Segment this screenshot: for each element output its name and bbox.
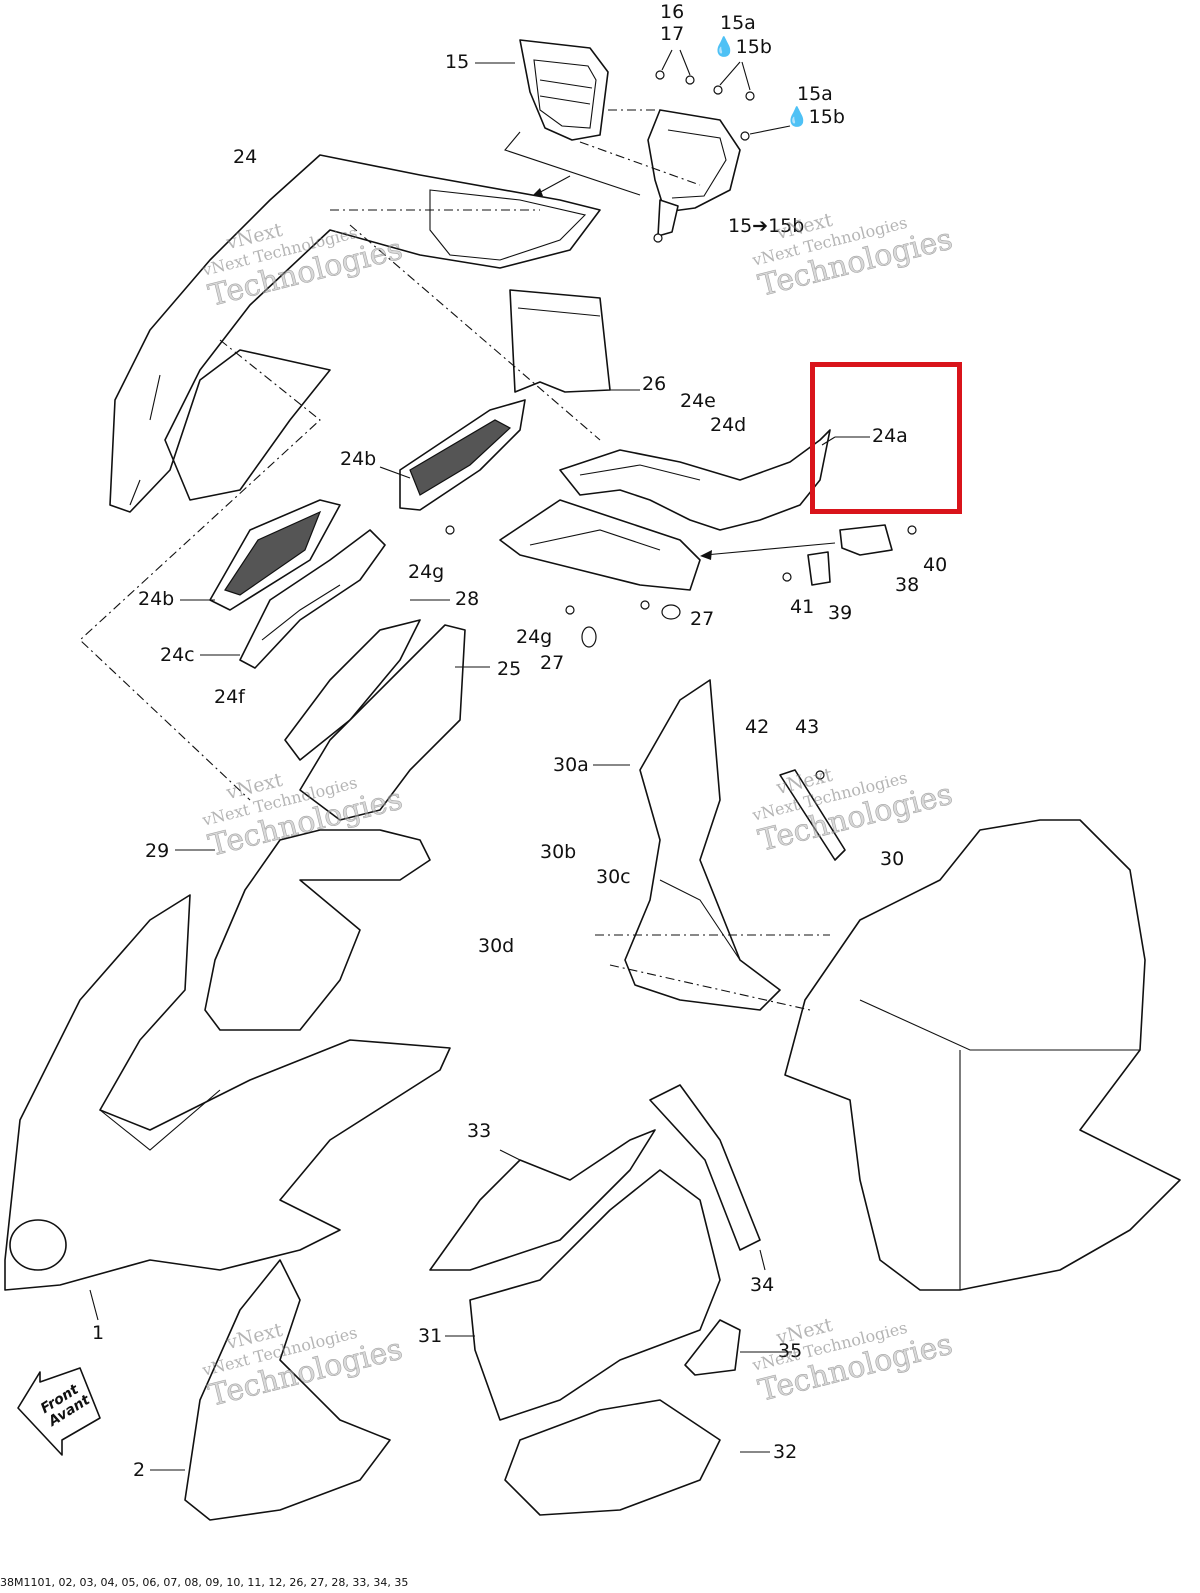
- callout-label: 40: [923, 554, 948, 576]
- part-39-plate: [807, 551, 831, 586]
- callout-label: 30d: [478, 935, 515, 957]
- part-41-nut: [782, 572, 792, 582]
- front-arrow-shape: [17, 1367, 101, 1456]
- part-15-headlight: [519, 39, 609, 141]
- part-27-oring-1: [661, 604, 681, 620]
- callout-label: 38: [895, 574, 920, 596]
- part-26-panel: [509, 289, 611, 393]
- callout-label: 24g: [516, 626, 553, 648]
- part-35-piece: [684, 1319, 741, 1376]
- callout-label: 15➔15b: [728, 215, 805, 237]
- part-32-lower-panel: [504, 1399, 721, 1516]
- part-29-lower-panel: [204, 829, 431, 1031]
- part-2-lower-nose: [184, 1259, 391, 1521]
- footer-reference: 38M1101, 02, 03, 04, 05, 06, 07, 08, 09,…: [0, 1576, 409, 1589]
- callout-label: 30a: [553, 754, 589, 776]
- highlight-box: [810, 362, 962, 514]
- callout-label: 16: [660, 1, 685, 23]
- callout-label: 30b: [540, 841, 577, 863]
- part-30-side-panel: [784, 819, 1181, 1291]
- dash-30-2: [609, 964, 811, 1011]
- part-38-latch: [839, 524, 893, 556]
- callout-label: 1: [92, 1322, 105, 1344]
- callout-label: 💧15b: [712, 36, 772, 58]
- callout-label: 24b: [340, 448, 377, 470]
- drop-icon: 💧: [712, 36, 736, 58]
- callout-label: 30c: [596, 866, 631, 888]
- callout-label: 15a: [720, 12, 756, 34]
- callout-label: 24a: [872, 425, 908, 447]
- callout-label: 32: [773, 1441, 798, 1463]
- callout-label: 31: [418, 1325, 443, 1347]
- callout-label: 17: [660, 23, 685, 45]
- part-28-strip: [284, 619, 421, 761]
- callout-label: 33: [467, 1120, 492, 1142]
- part-25-fairing: [299, 624, 466, 821]
- callout-label: 24: [233, 146, 258, 168]
- part-42-43-bracket: [779, 769, 846, 861]
- callout-label: 15a: [797, 83, 833, 105]
- callout-label: 15: [445, 51, 470, 73]
- callout-label: 27: [690, 608, 715, 630]
- callout-label: 24b: [138, 588, 175, 610]
- callout-label: 28: [455, 588, 480, 610]
- part-24-side-bracket: [499, 499, 701, 591]
- hardware-16-17-15a-15b: [655, 49, 791, 141]
- drop-icon: 💧: [785, 106, 809, 128]
- part-24-upper-hood: [109, 154, 601, 513]
- part-24b-grille-upper: [399, 399, 526, 511]
- callout-label: 30: [880, 848, 905, 870]
- dash-24-2: [349, 224, 601, 441]
- callout-label: 35: [778, 1340, 803, 1362]
- dash-24-3: [79, 339, 321, 801]
- callout-label: 27: [540, 652, 565, 674]
- part-27-oring-2: [581, 626, 597, 648]
- part-40-screw: [907, 525, 917, 535]
- callout-label: 24g: [408, 561, 445, 583]
- part-33-panel: [429, 1129, 656, 1271]
- callout-label: 41: [790, 596, 815, 618]
- part-31-panel: [469, 1169, 721, 1421]
- part-1-front-nose: [4, 894, 451, 1291]
- callout-label: 34: [750, 1274, 775, 1296]
- callout-leaders: [89, 62, 870, 1471]
- assembly-bracket-line: [504, 131, 641, 196]
- part-24b-grille-lower: [209, 499, 341, 611]
- callout-label: 24d: [710, 414, 747, 436]
- callout-label: 25: [497, 658, 522, 680]
- callout-label: 24f: [214, 686, 245, 708]
- part-15-bracket: [647, 109, 741, 243]
- part-24c-bracket: [239, 529, 386, 669]
- part-30a-inner-panel: [624, 679, 781, 1011]
- callout-label: 24c: [160, 644, 195, 666]
- callout-label: 26: [642, 373, 667, 395]
- callout-label: 24e: [680, 390, 716, 412]
- part-34-strip: [649, 1084, 761, 1251]
- callout-label: 39: [828, 602, 853, 624]
- callout-label: 2: [133, 1459, 146, 1481]
- callout-label: 43: [795, 716, 820, 738]
- dash-15-b: [579, 141, 701, 186]
- callout-label: 42: [745, 716, 770, 738]
- callout-label: 29: [145, 840, 170, 862]
- callout-label: 💧15b: [785, 106, 845, 128]
